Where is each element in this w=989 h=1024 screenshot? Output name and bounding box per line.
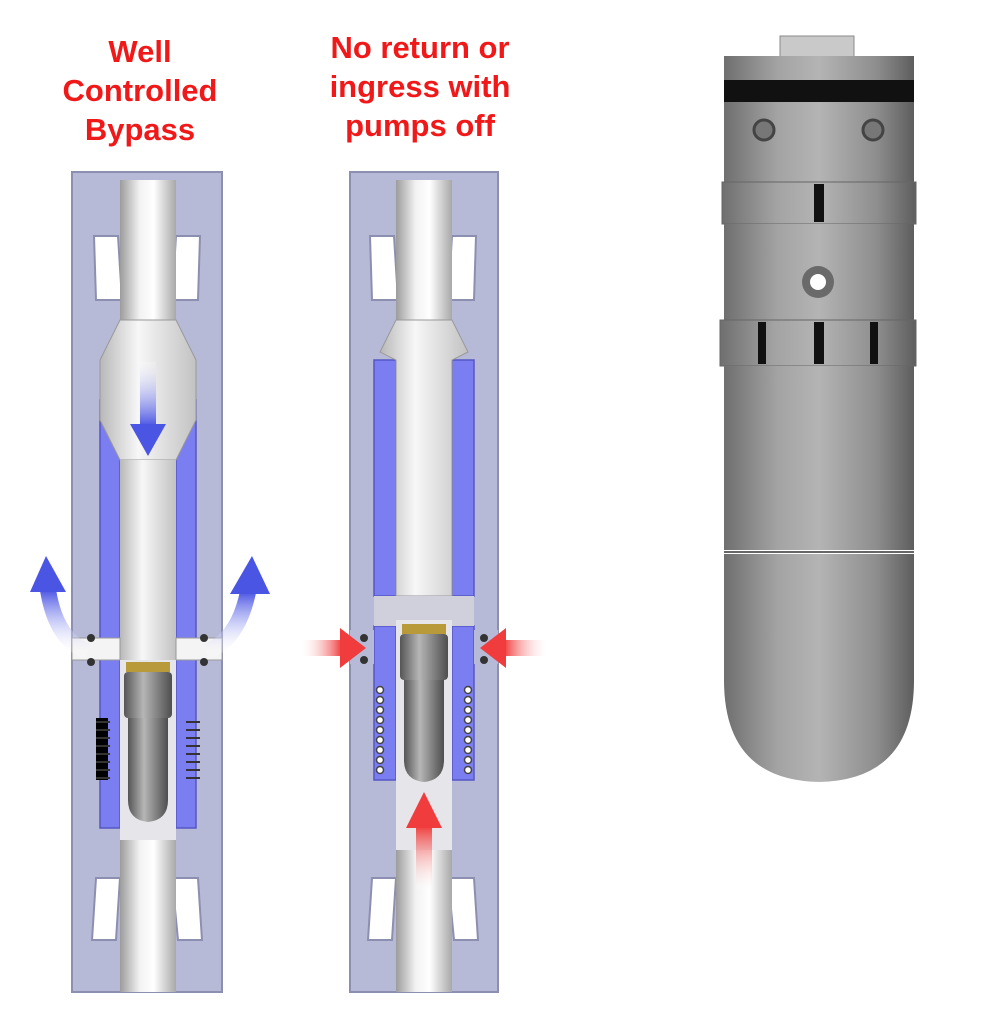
box-thread-upper-left [368, 235, 400, 301]
caption-line: Controlled [62, 73, 218, 108]
caption-no-return: No return or ingress with pumps off [290, 28, 550, 145]
ring-slot [870, 322, 878, 364]
caption-line: Well [108, 34, 172, 69]
screw-hole-left [752, 118, 776, 142]
arrow-up-flow [406, 792, 442, 890]
ring-slot [758, 322, 766, 364]
sleeve-right [175, 399, 197, 829]
seal [480, 656, 488, 664]
arrow-inflow-left [302, 628, 366, 668]
seal-ring [724, 80, 914, 102]
box-thread-upper-right [446, 235, 478, 301]
caption-line: No return or [330, 30, 510, 65]
caption-line: Bypass [84, 112, 196, 147]
valve-cap [126, 662, 170, 672]
arrow-curved-out-flow-left [30, 556, 92, 660]
upper-body [724, 102, 914, 182]
spring-left-coils [96, 721, 110, 779]
arrow-inflow-right [480, 628, 546, 668]
seal [87, 634, 95, 642]
tool-external-view [719, 35, 917, 782]
seal [200, 658, 208, 666]
caption-well-controlled-bypass: Well Controlled Bypass [40, 32, 240, 149]
top-nut [779, 35, 855, 59]
top-collar [724, 56, 914, 80]
lower-body [724, 366, 914, 550]
left-cross-section [30, 171, 270, 993]
ring-slot [814, 322, 824, 364]
pin-thread-lower-right [170, 877, 204, 941]
sleeve-right [451, 359, 475, 597]
seal [87, 658, 95, 666]
arrow-curved-out-flow-right [202, 556, 270, 660]
valve-body [128, 718, 168, 822]
valve-head [400, 634, 448, 680]
middle-cross-section [302, 171, 546, 993]
central-pipe-upper [396, 180, 452, 320]
spring-right-balls [463, 685, 473, 775]
pin-thread-lower-left [366, 877, 398, 941]
seal [360, 656, 368, 664]
pin-thread-lower-left [90, 877, 122, 941]
seal [200, 634, 208, 642]
seal [480, 634, 488, 642]
ring-slot [814, 184, 824, 222]
central-pipe-upper [120, 180, 176, 320]
valve-head [124, 672, 172, 718]
seal [360, 634, 368, 642]
sleeve-left [373, 359, 397, 597]
box-thread-upper-left [92, 235, 124, 301]
central-bore [120, 460, 176, 660]
port-hole-inner [810, 274, 826, 290]
spring-left [96, 718, 108, 780]
box-thread-upper-right [170, 235, 202, 301]
pin-thread-lower-right [446, 877, 480, 941]
valve-body [404, 680, 444, 782]
arrow-down-flow [130, 362, 166, 456]
central-pipe-lower [120, 840, 176, 992]
spring-left-balls [375, 685, 385, 775]
caption-line: ingress with [329, 69, 511, 104]
nose-cone [724, 554, 914, 782]
screw-hole-right [861, 118, 885, 142]
caption-line: pumps off [345, 108, 495, 143]
spring-right-coils [186, 721, 200, 779]
valve-cap [402, 624, 446, 634]
